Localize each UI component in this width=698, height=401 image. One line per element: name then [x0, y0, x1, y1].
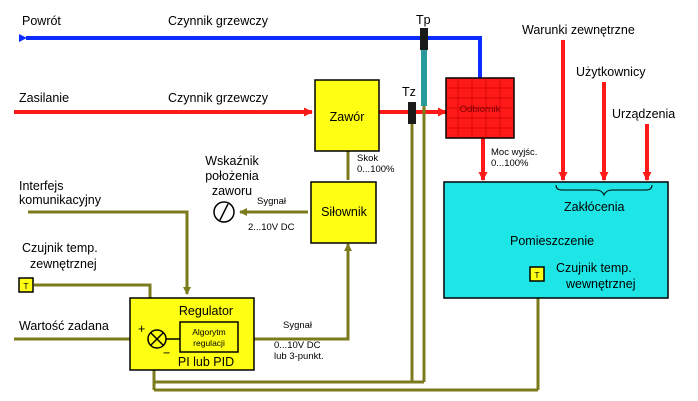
indicator-line2: położenia [205, 169, 259, 183]
setpoint-label: Wartość zadana [19, 319, 109, 333]
interface-line [28, 210, 191, 295]
junction-minus: − [163, 346, 170, 360]
stroke-label: Skok [357, 153, 378, 164]
summing-junction [147, 329, 167, 349]
outdoor-sensor-t: T [23, 281, 28, 291]
actuator-box [310, 181, 377, 244]
valve-box [314, 79, 380, 152]
junction-plus: + [138, 322, 145, 336]
tp-label: Tp [416, 13, 431, 27]
regulator-signal-range2: lub 3-punkt. [274, 351, 324, 362]
regulator-title: Regulator [179, 304, 233, 318]
output-power-label: Moc wyjśc. [491, 147, 537, 158]
tp-sensor [420, 28, 428, 50]
indicator-line3: zaworu [212, 184, 252, 198]
disturbances-label: Zakłócenia [564, 200, 624, 214]
regulator-signal-range1: 0...10V DC [274, 340, 321, 351]
tz-label: Tz [402, 85, 416, 99]
room-sensor-line1: Czujnik temp. [556, 261, 632, 275]
heater-pattern [446, 78, 514, 138]
position-indicator-icon [213, 201, 235, 223]
users-label: Użytkownicy [576, 65, 646, 79]
actuator-signal-label: Sygnał [257, 196, 287, 207]
actuator-signal-range: 2...10V DC [248, 222, 295, 233]
room-label: Pomieszczenie [510, 234, 594, 248]
interface-line1: Interfejs [19, 179, 63, 193]
supply-medium-label: Czynnik grzewczy [168, 91, 269, 105]
devices-label: Urządzenia [612, 107, 675, 121]
indicator-line1: Wskaźnik [205, 154, 259, 168]
heater-label: Odbiornik [460, 104, 501, 115]
valve-label: Zawór [330, 110, 365, 124]
regulator-type: PI lub PID [178, 355, 234, 369]
room-sensor-t: T [534, 270, 539, 280]
algorithm-box [179, 321, 239, 353]
tz-sensor [408, 102, 416, 124]
actuator-label: Siłownik [321, 205, 368, 219]
return-pipe [19, 34, 482, 88]
return-medium-label: Czynnik grzewczy [168, 14, 269, 28]
return-label: Powrót [22, 14, 61, 28]
outdoor-sensor-icon [18, 277, 34, 293]
algorithm-line1: Algorytm [192, 327, 226, 337]
conditions-label: Warunki zewnętrzne [522, 23, 635, 37]
algorithm-line2: regulacji [193, 338, 225, 348]
room-box [443, 181, 669, 299]
outdoor-sensor-line1: Czujnik temp. [22, 241, 98, 255]
supply-label: Zasilanie [19, 91, 69, 105]
regulator-output-line [240, 243, 352, 341]
disturbances-brace [555, 184, 653, 197]
interface-line2: komunikacyjny [19, 193, 102, 207]
tp-sensor-stem [421, 50, 427, 106]
room-sensor-icon [529, 266, 545, 282]
room-sensor-line2: wewnętrznej [565, 277, 635, 291]
stroke-range: 0...100% [357, 164, 395, 175]
output-power-range: 0...100% [491, 158, 529, 169]
outdoor-sensor-line2: zewnętrznej [30, 257, 97, 271]
regulator-signal-label: Sygnał [283, 320, 313, 331]
